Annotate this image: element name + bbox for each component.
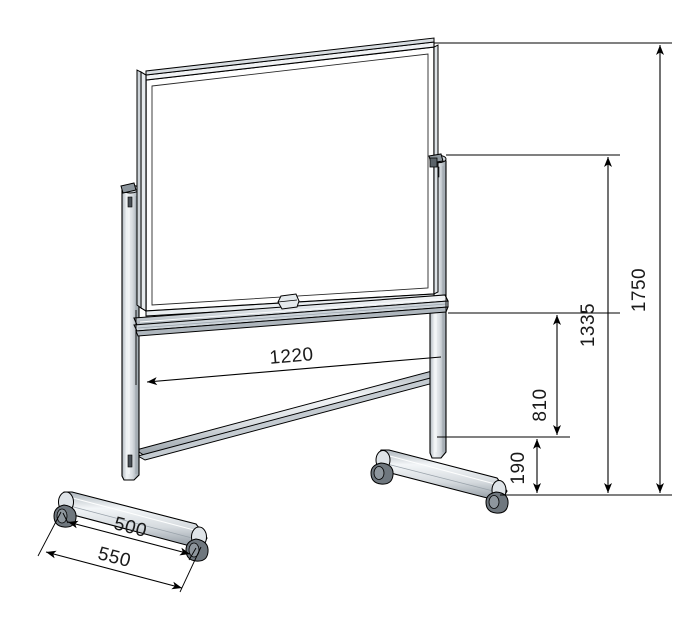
dimension-label-190: 190 (508, 451, 529, 484)
dimension-base-height: 190 (508, 439, 541, 493)
lower-cross-rail (134, 370, 443, 461)
board-pivot-bracket (428, 153, 444, 168)
whiteboard-panel (136, 37, 439, 317)
extension-lines (434, 42, 672, 496)
dimension-label-550: 550 (96, 543, 133, 572)
pen-tray (133, 293, 449, 337)
caster-front-right (185, 538, 209, 562)
dimension-board-top-height: 1335 (578, 157, 612, 493)
dimension-board-width: 1220 (135, 291, 447, 386)
caster-back-right (485, 491, 509, 514)
dimension-label-810: 810 (530, 388, 551, 421)
tray-clip (277, 293, 300, 310)
dimension-label-1335: 1335 (578, 303, 599, 347)
board-pivot-bracket-left (120, 182, 137, 194)
right-base-foot (370, 449, 509, 514)
caster-back-left (370, 462, 394, 485)
dimension-label-1220: 1220 (269, 344, 315, 369)
dimension-tray-height: 810 (530, 315, 561, 435)
dimension-overall-height: 1750 (629, 45, 664, 493)
dimension-label-1750: 1750 (629, 268, 650, 312)
